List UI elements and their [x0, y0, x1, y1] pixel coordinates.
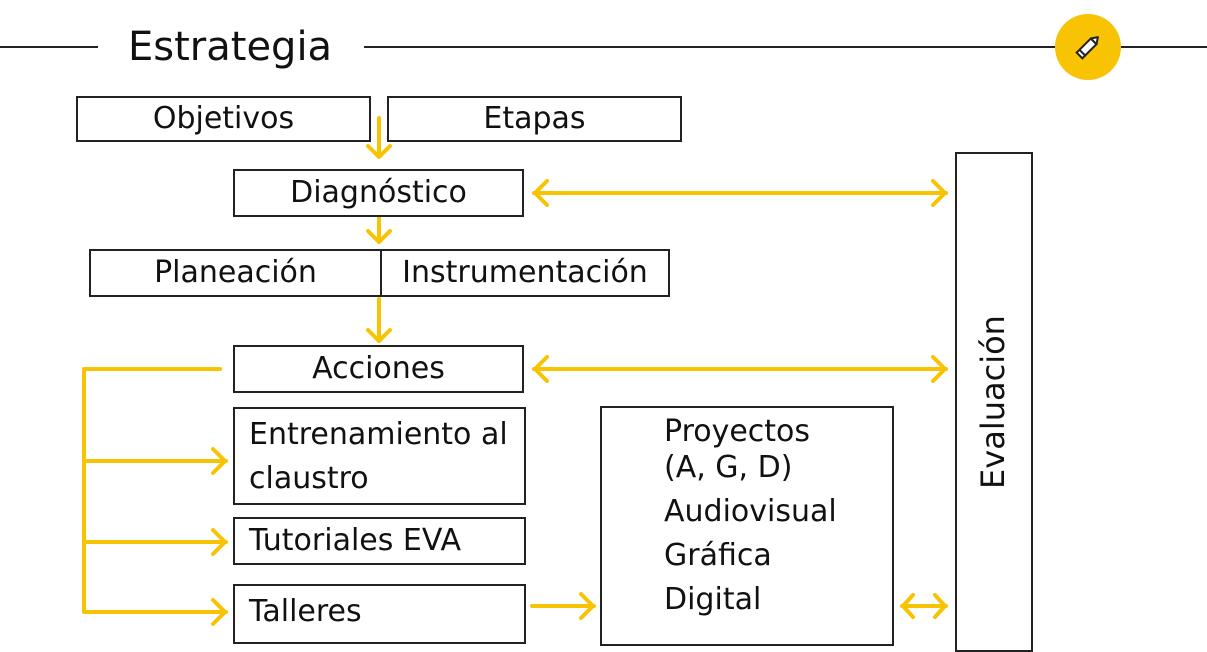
header-rule-right	[364, 46, 1207, 48]
planeacion-cell: Planeación	[91, 251, 380, 295]
planeacion-instrumentacion-box: Planeación Instrumentación	[89, 249, 670, 297]
proyectos-content: Proyectos (A, G, D) Audiovisual Gráfica …	[664, 410, 837, 622]
bracket-acciones	[82, 367, 228, 614]
proyectos-item-digital: Digital	[664, 582, 762, 617]
proyectos-title-line1: Proyectos	[664, 414, 811, 449]
objetivos-box: Objetivos	[76, 96, 371, 142]
etapas-label: Etapas	[483, 101, 586, 136]
connector-arrows	[82, 116, 948, 626]
acciones-label: Acciones	[312, 351, 445, 386]
objetivos-label: Objetivos	[152, 101, 295, 136]
evaluacion-box	[955, 152, 1033, 652]
acciones-box: Acciones	[233, 345, 524, 393]
slide-title: Estrategia	[128, 24, 333, 70]
diagnostico-label: Diagnóstico	[290, 175, 467, 210]
proyectos-item-audiovisual: Audiovisual	[664, 494, 837, 529]
diagnostico-box: Diagnóstico	[233, 169, 524, 217]
header-rule-left	[0, 46, 98, 48]
proyectos-item-grafica: Gráfica	[664, 538, 772, 573]
talleres-box: Talleres	[233, 584, 526, 644]
pencil-badge	[1055, 14, 1121, 80]
talleres-label: Talleres	[249, 594, 362, 629]
instrumentacion-cell: Instrumentación	[380, 251, 668, 295]
proyectos-title-line2: (A, G, D)	[664, 450, 793, 485]
proyectos-box	[600, 406, 894, 646]
etapas-box: Etapas	[387, 96, 682, 142]
tutoriales-box: Tutoriales EVA	[233, 517, 526, 565]
evaluacion-label: Evaluación	[974, 315, 1012, 489]
entrenamiento-box: Entrenamiento al claustro	[233, 407, 526, 505]
tutoriales-label: Tutoriales EVA	[249, 523, 461, 558]
instrumentacion-label: Instrumentación	[402, 255, 648, 290]
entrenamiento-label: Entrenamiento al claustro	[249, 417, 508, 496]
planeacion-label: Planeación	[154, 255, 317, 290]
pencil-icon	[1075, 36, 1099, 60]
